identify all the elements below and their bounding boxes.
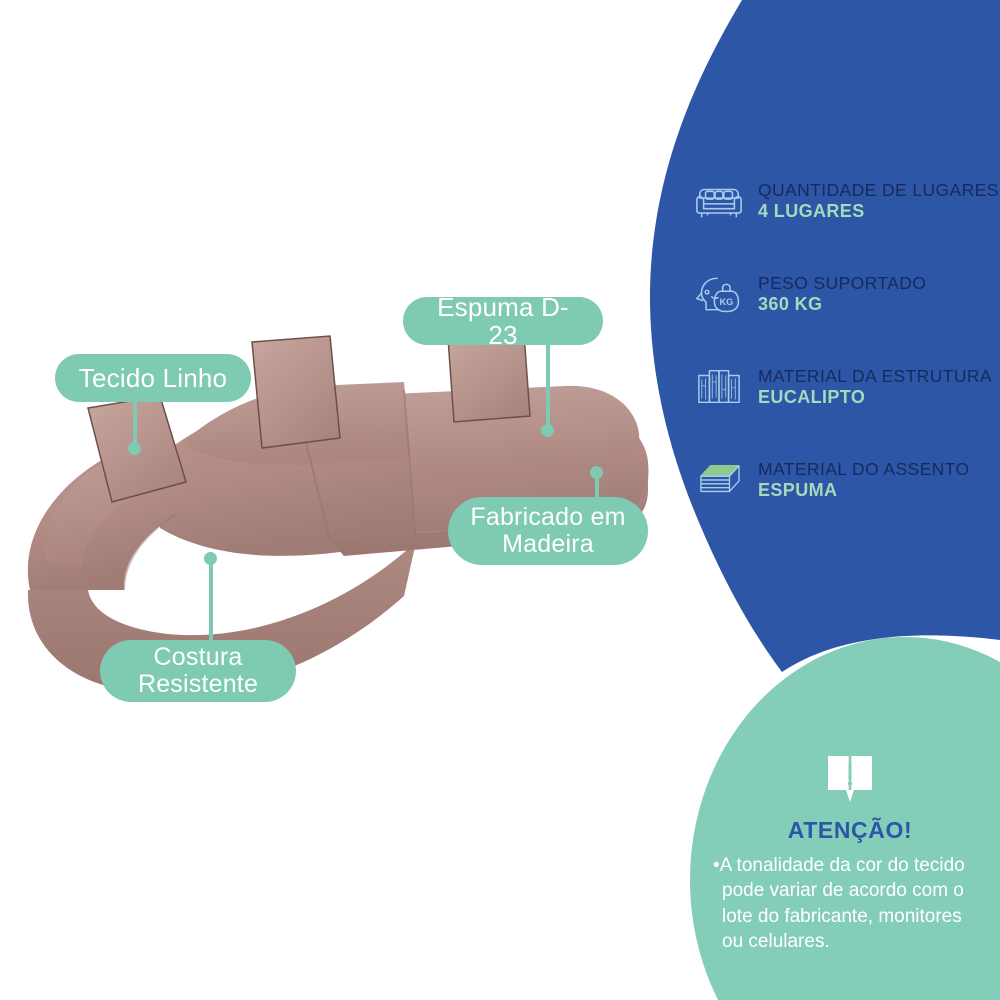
leader-line-espuma	[546, 343, 550, 431]
specification-list: QUANTIDADE DE LUGARES 4 LUGARES KG	[694, 170, 1000, 542]
callout-fabricado-em-madeira[interactable]: Fabricado em Madeira	[448, 497, 648, 565]
callout-label: Costura Resistente	[137, 643, 259, 698]
attention-bullet: •	[713, 855, 720, 876]
spec-value: ESPUMA	[758, 479, 838, 500]
spec-row-quantidade-de-lugares: QUANTIDADE DE LUGARES 4 LUGARES	[694, 170, 1000, 232]
weight-kg-icon: KG	[694, 269, 744, 319]
attention-body-text: A tonalidade da cor do tecido pode varia…	[719, 855, 965, 952]
spec-row-peso-suportado: KG PESO SUPORTADO 360 KG	[694, 263, 1000, 325]
leader-line-tecido	[133, 400, 137, 448]
leader-dot-espuma	[541, 424, 554, 437]
leader-dot-madeira	[590, 466, 603, 479]
sofa-icon	[694, 176, 744, 226]
callout-espuma-d23[interactable]: Espuma D-23	[403, 293, 603, 349]
callout-label: Espuma D-23	[437, 291, 569, 350]
callout-label: Tecido Linho	[78, 362, 228, 393]
spec-value: 360 KG	[758, 293, 823, 314]
spec-text: PESO SUPORTADO 360 KG	[758, 273, 926, 316]
leader-dot-tecido	[128, 442, 141, 455]
foam-layers-icon	[694, 455, 744, 505]
spec-label: PESO SUPORTADO	[758, 272, 927, 293]
callout-label: Fabricado em Madeira	[470, 503, 626, 558]
spec-row-material-do-assento: MATERIAL DO ASSENTO ESPUMA	[694, 449, 1000, 511]
spec-text: MATERIAL DA ESTRUTURA EUCALIPTO	[758, 366, 992, 409]
alert-bubble-icon	[828, 756, 872, 802]
attention-title: ATENÇÃO!	[787, 817, 913, 843]
leader-line-madeira	[595, 472, 599, 499]
spec-text: MATERIAL DO ASSENTO ESPUMA	[758, 459, 970, 502]
blue-panel-shape	[649, 0, 1000, 672]
spec-value: 4 LUGARES	[758, 200, 865, 221]
callout-costura-resistente[interactable]: Costura Resistente	[100, 640, 296, 702]
callout-tecido-linho[interactable]: Tecido Linho	[55, 354, 251, 402]
leader-line-costura	[209, 558, 213, 642]
attention-body: •A tonalidade da cor do tecido pode vari…	[700, 853, 1000, 954]
svg-text:KG: KG	[719, 297, 733, 307]
spec-row-material-da-estrutura: MATERIAL DA ESTRUTURA EUCALIPTO	[694, 356, 1000, 418]
teal-panel-shape	[690, 637, 1000, 1000]
spec-value: EUCALIPTO	[758, 386, 866, 407]
attention-notice: ATENÇÃO! •A tonalidade da cor do tecido …	[700, 752, 1000, 954]
spec-label: MATERIAL DO ASSENTO	[758, 458, 970, 479]
wood-planks-icon	[694, 362, 744, 412]
spec-text: QUANTIDADE DE LUGARES 4 LUGARES	[758, 180, 999, 223]
spec-label: QUANTIDADE DE LUGARES	[758, 179, 999, 200]
spec-label: MATERIAL DA ESTRUTURA	[758, 365, 992, 386]
leader-dot-costura	[204, 552, 217, 565]
